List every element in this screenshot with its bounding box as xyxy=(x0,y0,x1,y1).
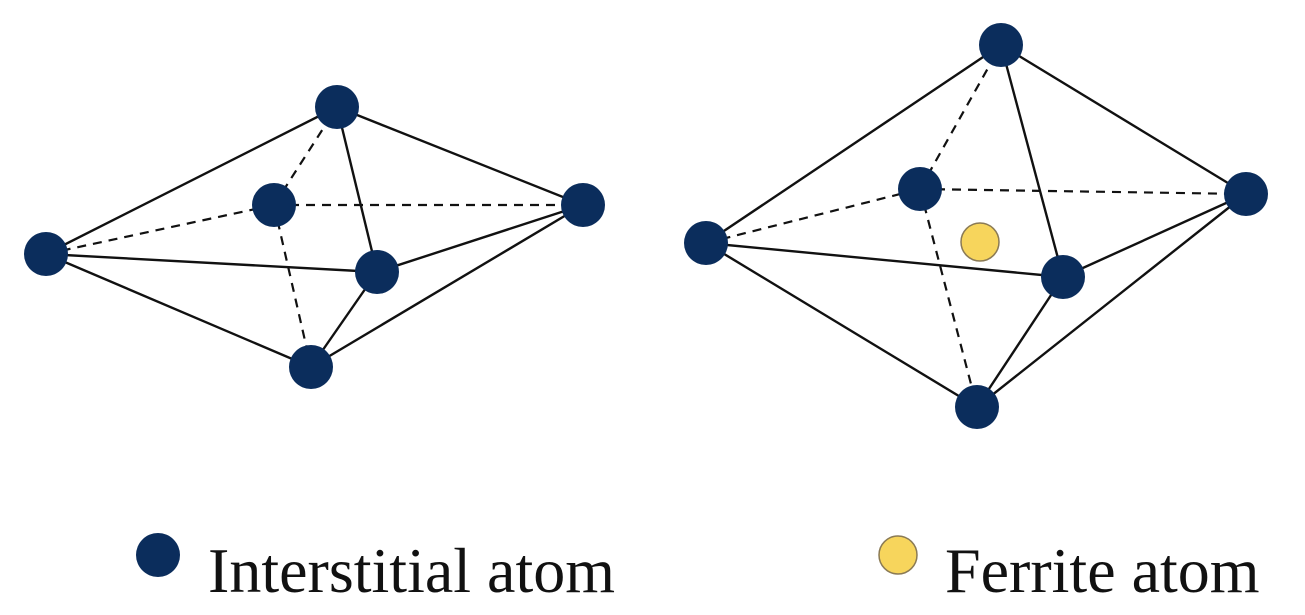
interstitial-atom-back xyxy=(252,183,296,227)
interstitial-atom-front xyxy=(355,250,399,294)
solid-edge-top-right xyxy=(1000,43,1247,196)
interstitial-atom-front xyxy=(1041,255,1085,299)
solid-edge-top-front xyxy=(999,44,1065,278)
interstitial-atom-left xyxy=(684,221,728,265)
legend-ferrite-label: Ferrite atom xyxy=(945,535,1260,606)
solid-edge-left-front xyxy=(45,252,378,274)
solid-edge-front-bottom xyxy=(975,276,1065,408)
dashed-edge-back-top xyxy=(919,44,1002,190)
dashed-edge-back-bottom xyxy=(272,204,313,368)
interstitial-atom-left xyxy=(24,232,68,276)
solid-edge-top-front xyxy=(335,106,379,273)
interstitial-atom-right xyxy=(561,183,605,227)
interstitial-atom-top xyxy=(979,23,1023,67)
dashed-edge-back-bottom xyxy=(918,188,979,408)
solid-edge-top-right xyxy=(336,105,584,207)
legend-ferrite-marker xyxy=(878,535,918,575)
dashed-edge-back-right xyxy=(919,187,1247,196)
solid-edge-left-front xyxy=(705,241,1064,279)
solid-edge-left-top xyxy=(45,105,338,256)
solid-edge-left-bottom xyxy=(45,252,312,369)
legend-interstitial-label: Interstitial atom xyxy=(208,535,615,606)
interstitial-atom-bottom xyxy=(955,385,999,429)
solid-edge-right-bottom xyxy=(310,203,584,369)
left-octahedron xyxy=(24,85,605,389)
solid-edge-right-bottom xyxy=(976,193,1247,408)
ferrite-atom xyxy=(960,222,1000,262)
dashed-edge-left-back xyxy=(705,187,921,245)
interstitial-atom-right xyxy=(1224,172,1268,216)
solid-edge-left-top xyxy=(705,44,1002,244)
right-octahedron xyxy=(684,23,1268,429)
solid-edge-left-bottom xyxy=(705,241,978,409)
solid-edge-front-right xyxy=(376,203,584,274)
interstitial-atom-back xyxy=(898,167,942,211)
solid-edge-front-right xyxy=(1062,192,1247,279)
interstitial-atom-bottom xyxy=(289,345,333,389)
legend-interstitial-marker xyxy=(136,533,180,577)
legend: Interstitial atom Ferrite atom xyxy=(136,533,1260,606)
dashed-edge-left-back xyxy=(45,203,275,256)
interstitial-atom-top xyxy=(315,85,359,129)
